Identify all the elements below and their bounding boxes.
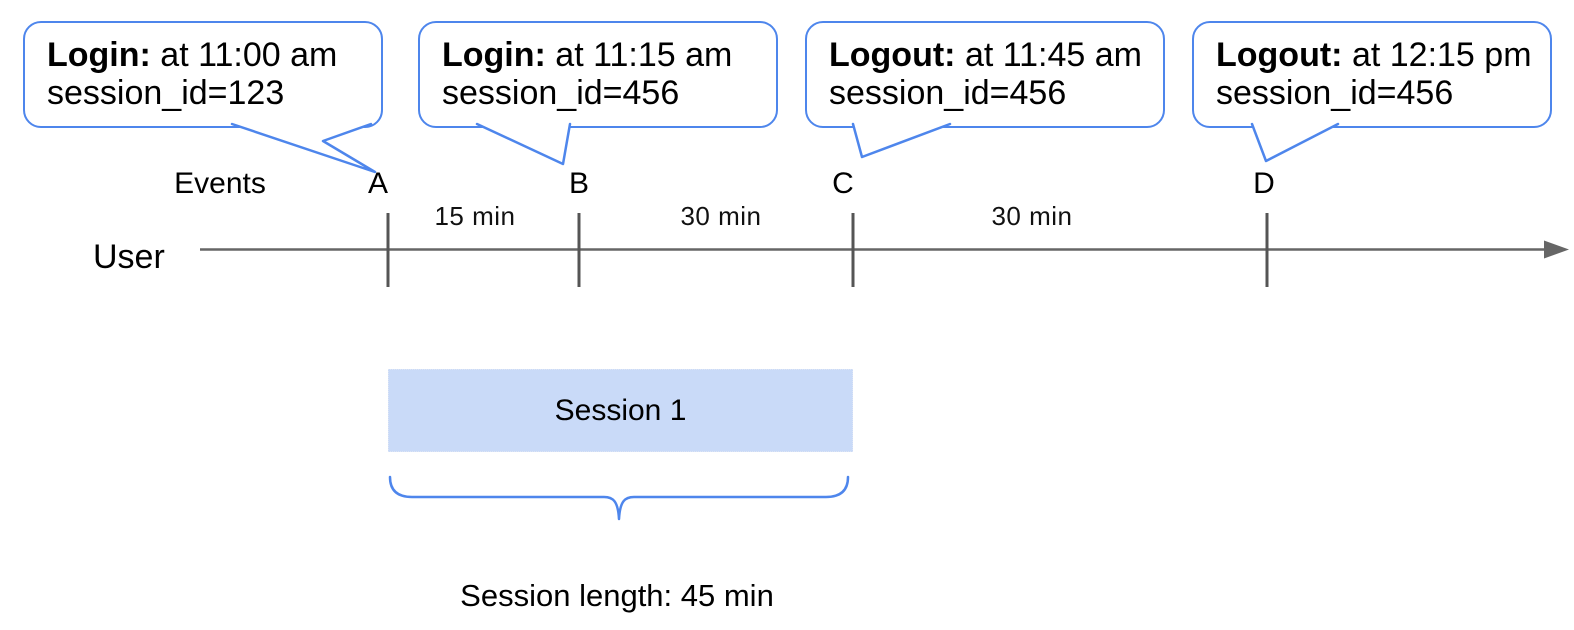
event-bubble-d: Logout: at 12:15 pm session_id=456	[1192, 21, 1552, 128]
bubble-tail-a	[230, 122, 377, 174]
event-time: at 12:15 pm	[1351, 36, 1532, 74]
event-marker-d: D	[1253, 167, 1275, 200]
bubble-line-1: Logout: at 11:45 am	[829, 36, 1145, 74]
session-brace	[388, 475, 850, 521]
event-bubble-a: Login: at 11:00 am session_id=123	[23, 21, 383, 128]
event-marker-c: C	[832, 167, 854, 200]
bubble-line-1: Logout: at 12:15 pm	[1216, 36, 1532, 74]
user-row-label: User	[93, 238, 165, 276]
event-bubble-b: Login: at 11:15 am session_id=456	[418, 21, 778, 128]
bubble-line-2: session_id=456	[442, 74, 680, 112]
session-length-caption: Session length: 45 min	[460, 578, 774, 613]
bubble-line-2: session_id=456	[829, 74, 1067, 112]
bubble-line-2: session_id=123	[47, 74, 285, 112]
interval-label-ab: 15 min	[434, 201, 516, 231]
event-type-label: Login:	[442, 36, 546, 74]
bubble-tail-d	[1250, 122, 1340, 163]
bubble-line-2: session_id=456	[1216, 74, 1454, 112]
event-type-label: Login:	[47, 36, 151, 74]
session-box-label: Session 1	[554, 393, 687, 427]
bubble-line-1: Login: at 11:15 am	[442, 36, 758, 74]
event-type-label: Logout:	[1216, 36, 1343, 74]
event-time: at 11:00 am	[160, 36, 338, 74]
session-box: Session 1	[388, 369, 853, 452]
events-label: Events	[174, 167, 266, 200]
event-time: at 11:15 am	[555, 36, 733, 74]
bubble-line-1: Login: at 11:00 am	[47, 36, 363, 74]
event-marker-a: A	[367, 167, 389, 200]
bubble-tail-c	[851, 122, 952, 159]
interval-label-bc: 30 min	[680, 201, 762, 231]
event-bubble-c: Logout: at 11:45 am session_id=456	[805, 21, 1165, 128]
bubble-tail-b	[475, 122, 572, 166]
event-marker-b: B	[568, 167, 590, 200]
event-time: at 11:45 am	[964, 36, 1142, 74]
event-type-label: Logout:	[829, 36, 956, 74]
interval-label-cd: 30 min	[991, 201, 1073, 231]
timeline-arrowhead-icon	[1544, 240, 1569, 259]
